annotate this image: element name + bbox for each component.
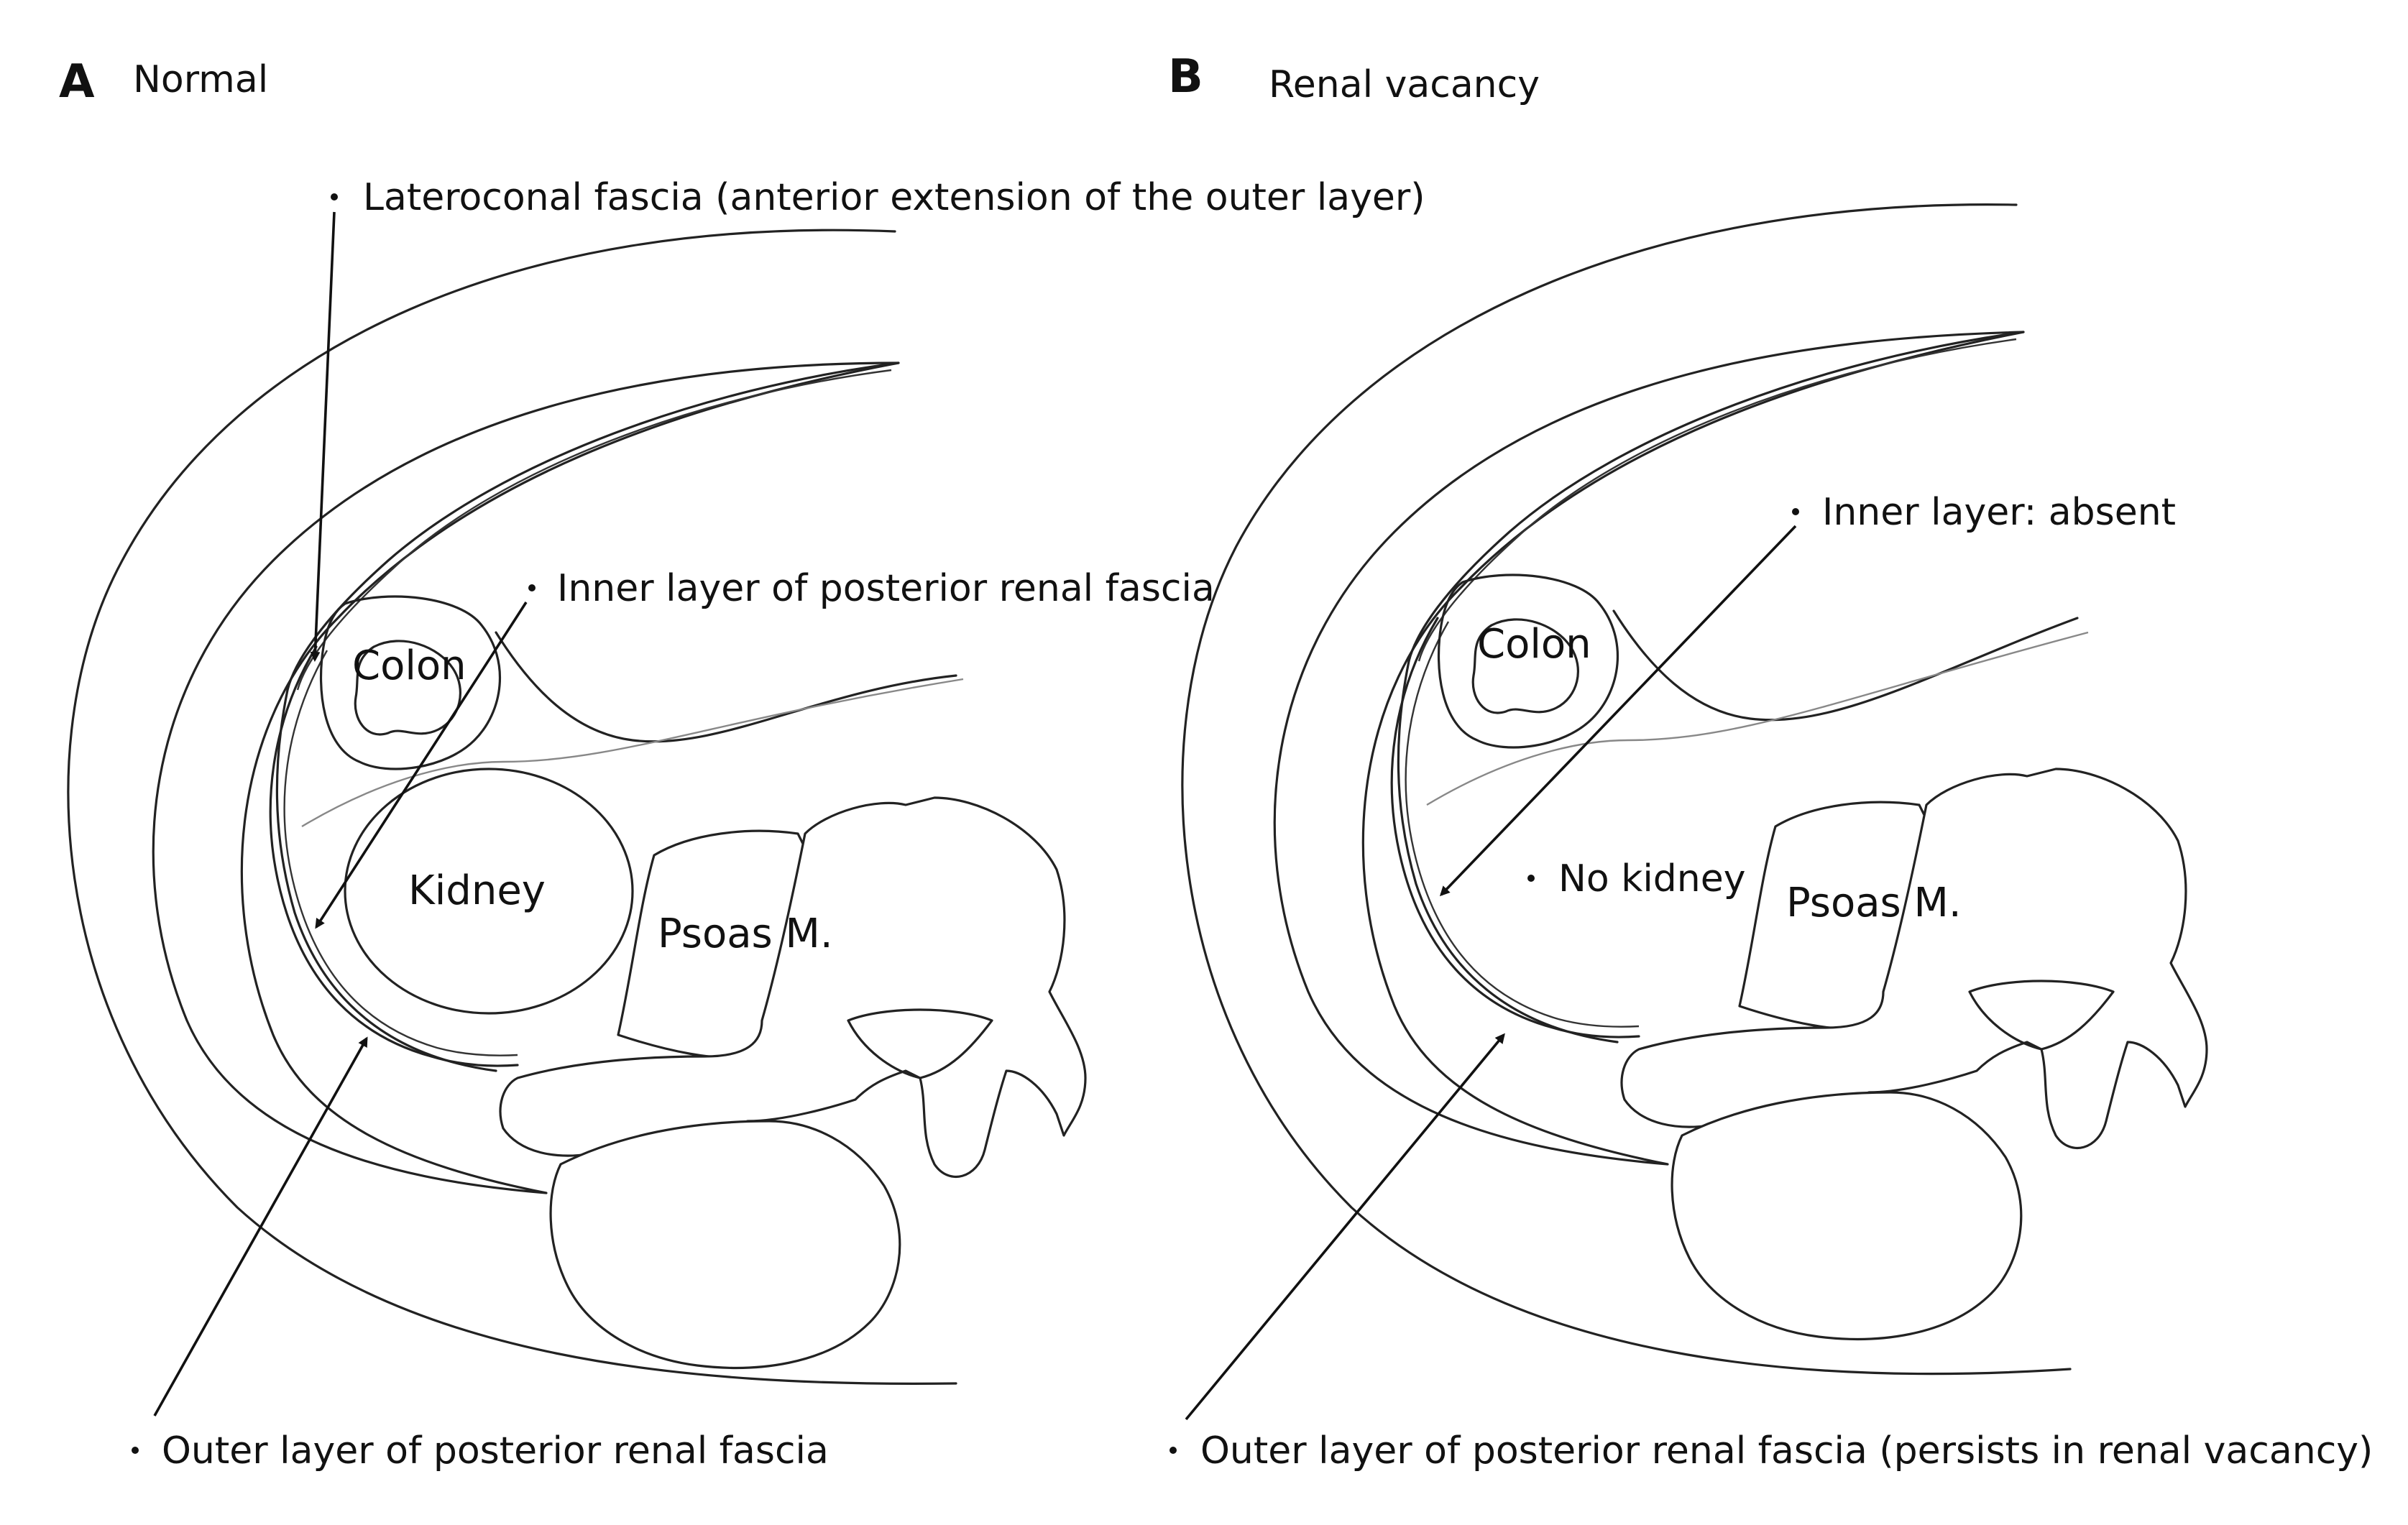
panel-a-kidney <box>344 768 634 1015</box>
panel-a-label-outer-layer: Outer layer of posterior renal fascia <box>162 1429 829 1473</box>
panel-b-vertebral-body <box>1671 1091 2023 1340</box>
panel-a-annotation-inner: Inner layer of posterior renal fascia <box>315 567 1215 929</box>
panel-a-label-psoas: Psoas M. <box>658 911 833 957</box>
panel-a-outer-layer-fascia <box>269 645 519 1067</box>
panel-b-peritoneum <box>1612 609 2079 722</box>
panel-a-vertebral-body <box>549 1120 901 1369</box>
panel-a-vertebra <box>499 796 1087 1178</box>
panel-a-label-colon: Colon <box>352 642 467 689</box>
panel-a-muscle-wall <box>152 361 900 1194</box>
panel-b-label-colon: Colon <box>1477 621 1591 668</box>
panel-b-body-wall-outer <box>1181 203 2072 1376</box>
panel-a-colon-inner <box>354 640 461 736</box>
panel-a-lateroconal-fascia <box>286 361 900 691</box>
panel-a-annotation-lateroconal: Lateroconal fascia (anterior extension o… <box>310 176 1425 662</box>
panel-b-vertebra <box>1620 768 2208 1149</box>
panel-a-colon-outer <box>319 595 502 770</box>
panel-b-letter: B <box>1168 50 1203 103</box>
panel-b-annotation-no-kidney: No kidney <box>1527 857 1746 900</box>
panel-a-label-kidney: Kidney <box>408 867 546 914</box>
panel-b-muscle-wall <box>1273 331 2025 1166</box>
panel-b-label-no-kidney: No kidney <box>1558 857 1746 900</box>
panel-b-annotation-outer: Outer layer of posterior renal fascia (p… <box>1169 1033 2373 1473</box>
panel-a-heading: Normal <box>133 58 268 101</box>
panel-b-label-inner-layer: Inner layer: absent <box>1822 491 2176 534</box>
panel-a-spinal-canal <box>847 1008 993 1079</box>
panel-b-outer-layer-fascia <box>1390 617 1640 1038</box>
panel-b-heading: Renal vacancy <box>1269 63 1540 106</box>
panel-a: A Normal Lateroconal fascia (anterior ex… <box>59 55 1425 1473</box>
panel-b-annotation-inner: Inner layer: absent <box>1439 491 2176 897</box>
panel-b: B Renal vacancy Inner layer: absent No k… <box>1168 50 2373 1473</box>
panel-b-colon-inner <box>1471 618 1579 714</box>
panel-b-label-outer-layer: Outer layer of posterior renal fascia (p… <box>1200 1429 2373 1473</box>
panel-a-body-wall-outer <box>67 229 957 1385</box>
panel-a-peritoneum <box>495 631 957 743</box>
panel-a-label-lateroconal: Lateroconal fascia (anterior extension o… <box>363 176 1425 219</box>
panel-a-label-inner-layer: Inner layer of posterior renal fascia <box>557 567 1215 610</box>
panel-a-annotation-outer: Outer layer of posterior renal fascia <box>132 1036 829 1473</box>
panel-a-letter: A <box>59 55 95 109</box>
panel-b-label-psoas: Psoas M. <box>1786 880 1962 926</box>
panel-b-colon-outer <box>1437 573 1619 749</box>
panel-b-lateroconal-fascia <box>1407 331 2025 663</box>
panel-b-spinal-canal <box>1968 980 2115 1051</box>
